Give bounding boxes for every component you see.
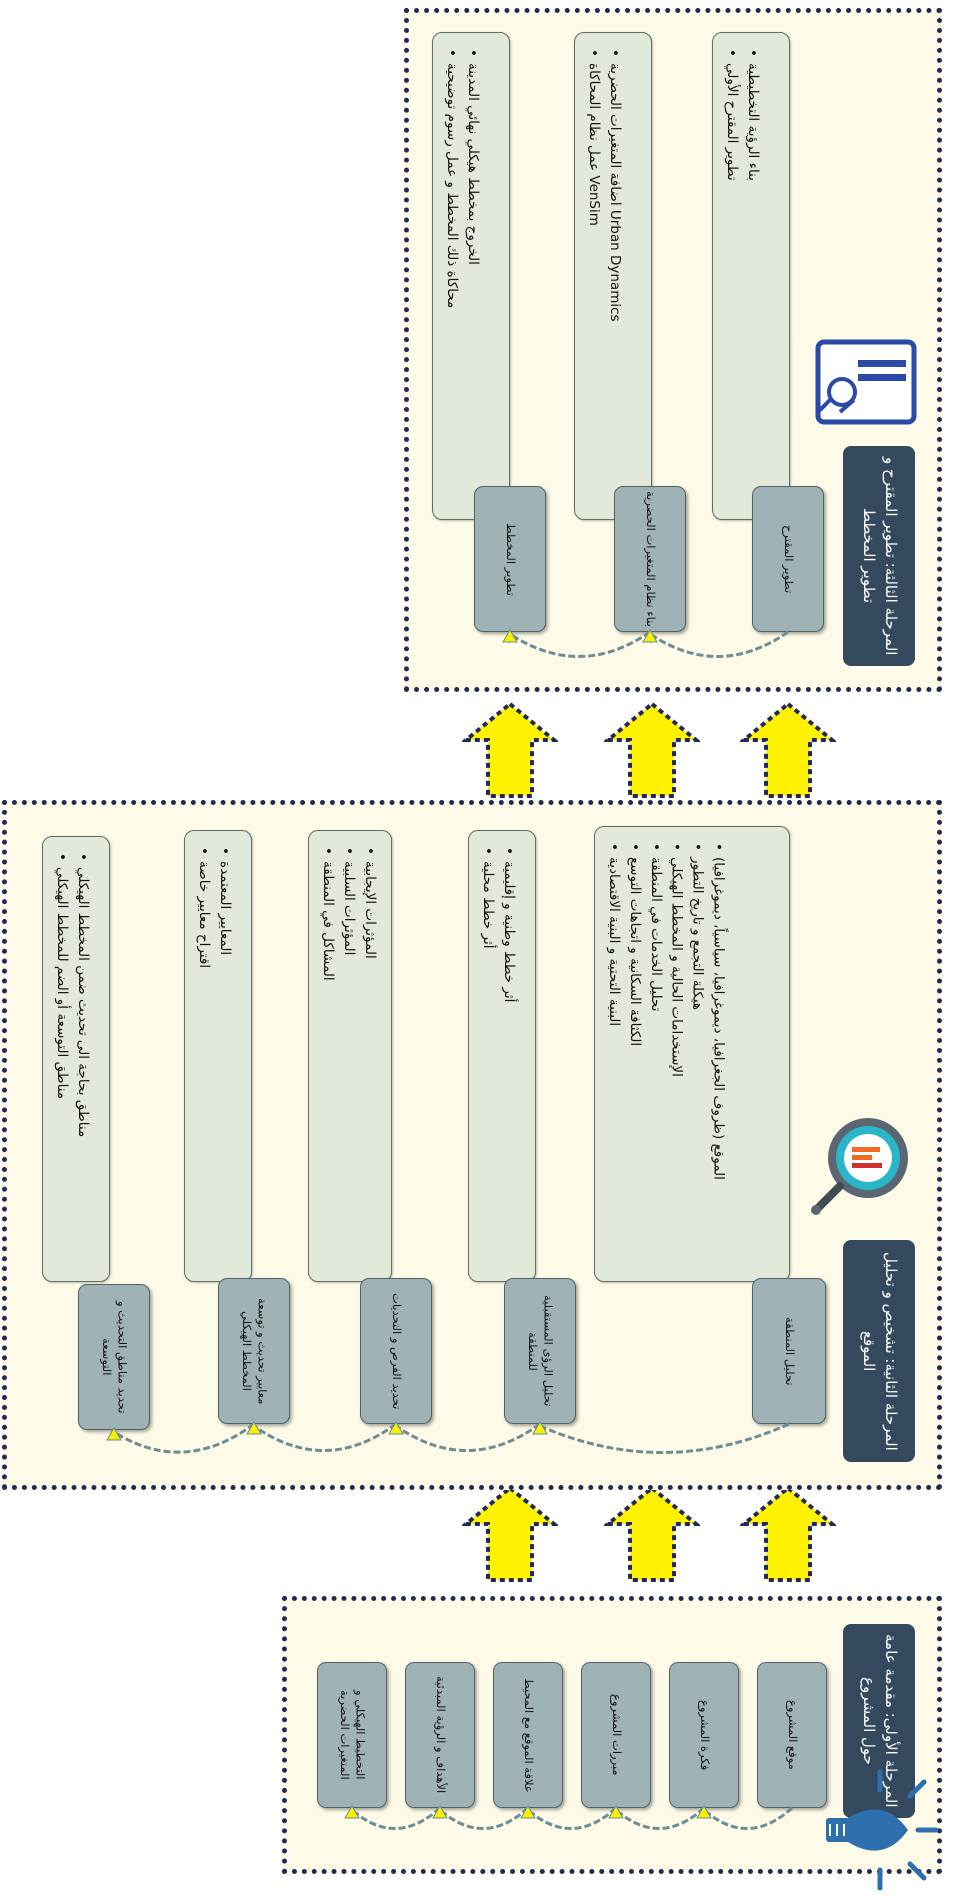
phase1-step-site: موقع المشروع: [757, 1662, 827, 1808]
phase2-step-criteria: معايير تحديث و توسعة المخطط الهيكلي: [218, 1278, 290, 1424]
lightbulb-icon: [818, 1768, 939, 1892]
detail-item: مناطق بحاجة الى تحديث ضمن المخطط الهيكلي: [72, 853, 93, 1265]
phase2-to-phase3-arrow-1: [740, 701, 836, 798]
detail-item: أثر خطط وطنية و إقليمية: [498, 847, 519, 1265]
phase1-to-phase2-arrow-3: [462, 1485, 558, 1582]
phase3-detail-proposal: بناء الرؤية التخطيطية تطوير المقترح الأو…: [712, 32, 790, 520]
magnifier-chart-icon: [802, 1106, 920, 1224]
detail-item: هيكلة التجمع و تاريخ التطور: [687, 843, 708, 1265]
detail-item: الخروج بمخطط هيكلي نهائي المدينة: [462, 49, 483, 503]
phase1-step-goals: الأهداف و الرؤية المبدئية: [405, 1662, 475, 1808]
detail-item: عمل نظام المحاكاة VenSim: [583, 49, 604, 503]
detail-item: اقتراح معايير خاصة: [193, 847, 214, 1265]
phase3-step-urban-dynamics: بناء نظام المتغيرات الحضرية: [614, 486, 686, 632]
detail-item: اضافة المتغيرات الحضرية Urban Dynamics: [604, 49, 625, 503]
phase2-title: المرحلة الثانية: تشخيص و تحليل الموقع: [843, 1240, 915, 1462]
detail-item: المعايير المعتمدة: [214, 847, 235, 1265]
phase3-step-proposal: تطوير المقترح: [752, 486, 824, 632]
phase2-detail-expansion-areas: مناطق بحاجة الى تحديث ضمن المخطط الهيكلي…: [42, 836, 110, 1282]
detail-item: محاكاة ذلك المخطط و عمل رسوم توضيحية: [441, 49, 462, 503]
detail-item: أثر خطط محلية: [477, 847, 498, 1265]
phase2-step-expansion-areas: تحديد مناطق التحديث و التوسعة: [78, 1284, 150, 1430]
phase2-detail-future-visions: أثر خطط وطنية و إقليمية أثر خطط محلية: [468, 830, 536, 1282]
phase3-detail-urban-dynamics: اضافة المتغيرات الحضرية Urban Dynamics ع…: [574, 32, 652, 520]
phase2-detail-area-analysis: الموقع (ظروف الجغرافيا، ديموغرافيا، سياس…: [594, 826, 790, 1282]
phase2-step-future-visions: تحليل الرؤى المستقبلية للمنطقة: [504, 1278, 576, 1424]
phase1-step-planning: التخطيط الهيكلي و المتغيرات الحضرية: [317, 1662, 387, 1808]
phase1-to-phase2-arrow-2: [604, 1485, 700, 1582]
phase1-step-context: علاقة الموقع مع المحيط: [493, 1662, 563, 1808]
phase2-step-area-analysis: تحليل المنطقة: [752, 1278, 826, 1424]
phase2-to-phase3-arrow-3: [462, 701, 558, 798]
phase2-detail-criteria: المعايير المعتمدة اقتراح معايير خاصة: [184, 830, 252, 1282]
phase1-step-idea: فكرة المشروع: [669, 1662, 739, 1808]
detail-item: البنية التحتية و البنية الاقتصادية: [603, 843, 624, 1265]
detail-item: تطوير المقترح الأولي: [721, 49, 742, 503]
phase2-to-phase3-arrow-2: [604, 701, 700, 798]
certificate-icon: [810, 336, 922, 428]
phase3-step-plan: تطوير المخطط: [474, 486, 546, 632]
phase3-title: المرحلة الثالثة: تطوير المقترح و تطوير ا…: [843, 446, 915, 666]
detail-item: الإستخدامات الحالية و المخطط الهيكلي: [666, 843, 687, 1265]
detail-item: المؤثرات الإيجابية: [359, 847, 380, 1265]
phase3-detail-plan: الخروج بمخطط هيكلي نهائي المدينة محاكاة …: [432, 32, 510, 520]
detail-item: المؤثرات السلبية: [338, 847, 359, 1265]
detail-item: المشاكل في المنطقة: [317, 847, 338, 1265]
phase1-to-phase2-arrow-1: [740, 1485, 836, 1582]
detail-item: مناطق التوسعة أو الضم للمخطط الهيكلي: [51, 853, 72, 1265]
detail-item: تحليل الخدمات في المنطقة: [645, 843, 666, 1265]
detail-item: الموقع (ظروف الجغرافيا، ديموغرافيا، سياس…: [708, 843, 729, 1265]
detail-item: الكثافة السكانية و اتجاهات التوسع: [624, 843, 645, 1265]
phase2-detail-opportunities: المؤثرات الإيجابية المؤثرات السلبية المش…: [308, 830, 392, 1282]
detail-item: بناء الرؤية التخطيطية: [742, 49, 763, 503]
